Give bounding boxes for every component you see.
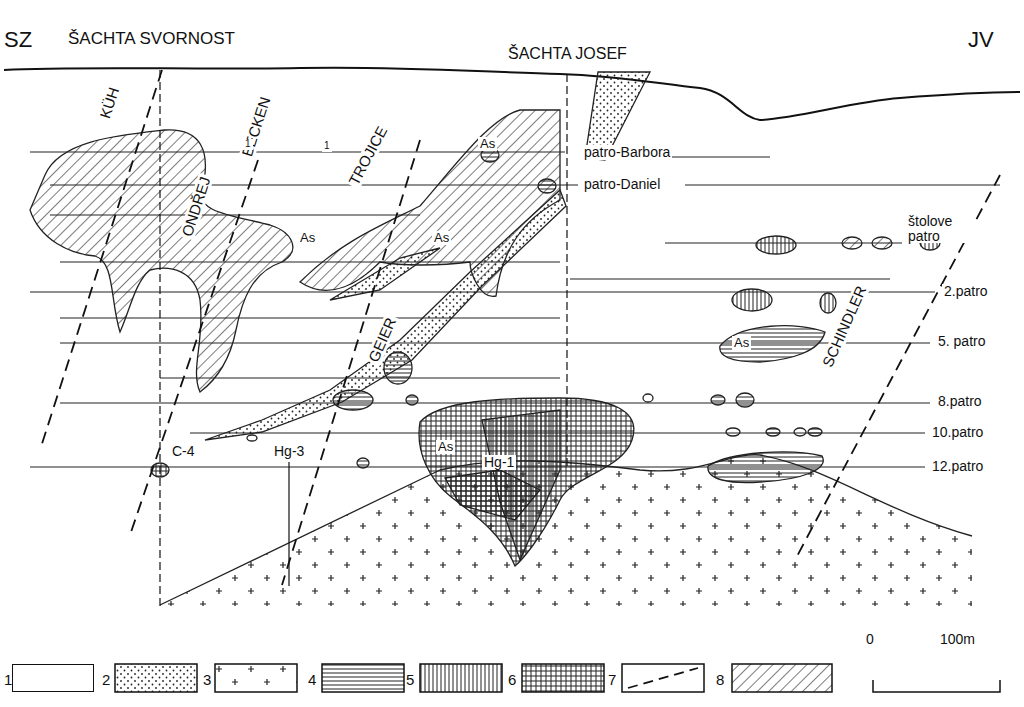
legend-number: 6: [508, 672, 516, 688]
direction-label: JV: [968, 28, 994, 51]
legend-samples: [115, 664, 1000, 692]
scale-value: 0: [866, 632, 874, 647]
level-name: 2.patro: [942, 284, 990, 299]
legend-number: 8: [716, 672, 724, 688]
level-name: 10.patro: [930, 425, 985, 440]
ore-mark: As: [732, 336, 751, 350]
level-name: patro-Daniel: [582, 177, 662, 192]
level-name: štolove patro: [906, 214, 974, 243]
legend-number: 7: [608, 672, 616, 688]
direction-label: SZ: [4, 28, 32, 51]
legend-number: 2: [102, 672, 110, 688]
ore-mark: As: [432, 231, 451, 245]
shaft-name: ŠACHTA JOSEF: [508, 46, 627, 63]
legend-number: 3: [203, 672, 211, 688]
shafts: [160, 70, 567, 608]
level-name: 5. patro: [936, 334, 987, 349]
legend-number: 4: [308, 672, 316, 688]
surface: [4, 68, 1020, 120]
tick-number: 1: [322, 141, 332, 152]
borehole-name: Hg-3: [272, 444, 306, 459]
faults: [40, 70, 1000, 585]
ore-mark: As: [478, 137, 497, 151]
ore-mark: As: [436, 440, 455, 454]
legend-number: 5: [406, 672, 414, 688]
fault-name: KÜH: [97, 84, 123, 123]
ore-bodies: [30, 72, 940, 566]
ore-mark: As: [298, 231, 317, 245]
borehole-name: Hg-1: [482, 455, 516, 470]
legend-swatch: [12, 664, 94, 692]
tick-number: 1: [243, 139, 253, 150]
fault-name: TROJICE: [345, 122, 391, 190]
level-name: patro-Barbora: [582, 145, 672, 160]
shaft-name: ŠACHTA SVORNOST: [68, 30, 235, 48]
borehole-name: C-4: [170, 444, 197, 459]
level-name: 8.patro: [936, 394, 984, 409]
fault-name: BECKEN: [239, 93, 274, 160]
level-name: 12.patro: [930, 459, 985, 474]
scale-value: 100m: [940, 632, 975, 647]
